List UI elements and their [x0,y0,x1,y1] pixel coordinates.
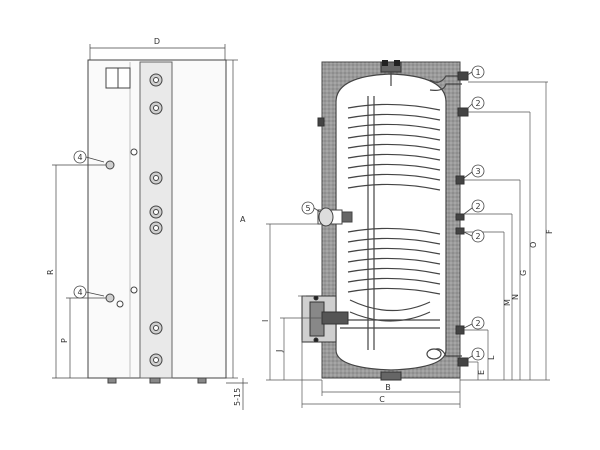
dim-F: F [545,229,554,234]
sensor-port [105,160,115,170]
dim-G: G [519,270,528,276]
heat-exchanger-coil [340,72,462,360]
heater-flange [301,295,349,343]
callout-2-mid-low: 2 [475,232,480,241]
dim-R: R [46,269,55,275]
dim-E: E [477,370,486,375]
callout-5: 5 [305,204,310,213]
dim-A: A [240,215,246,224]
section-view [321,60,461,381]
side-connectors [105,73,163,367]
side-callouts [73,150,105,299]
dim-I: I [261,320,270,322]
callout-1-bottom: 1 [475,350,480,359]
section-dimension-lines [266,81,550,408]
dim-B: B [385,383,391,392]
dim-gap: 5-15 [233,388,242,406]
dim-N: N [511,294,520,300]
callout-2-mid: 2 [475,202,480,211]
callout-2-bottom: 2 [475,319,480,328]
callout-4-lower: 4 [77,288,82,297]
dim-C: C [379,395,385,404]
sensor-port [105,293,115,303]
callout-3: 3 [475,167,480,176]
callout-2-top: 2 [475,99,480,108]
dim-D: D [154,37,160,46]
dim-P: P [60,338,69,343]
sensor-pocket [317,207,353,227]
callout-1-top: 1 [475,68,480,77]
section-callouts [301,65,485,361]
dim-O: O [529,242,538,248]
callout-4-upper: 4 [77,153,82,162]
dim-M: M [503,299,512,306]
dim-J: J [275,350,284,353]
dim-L: L [487,355,496,360]
